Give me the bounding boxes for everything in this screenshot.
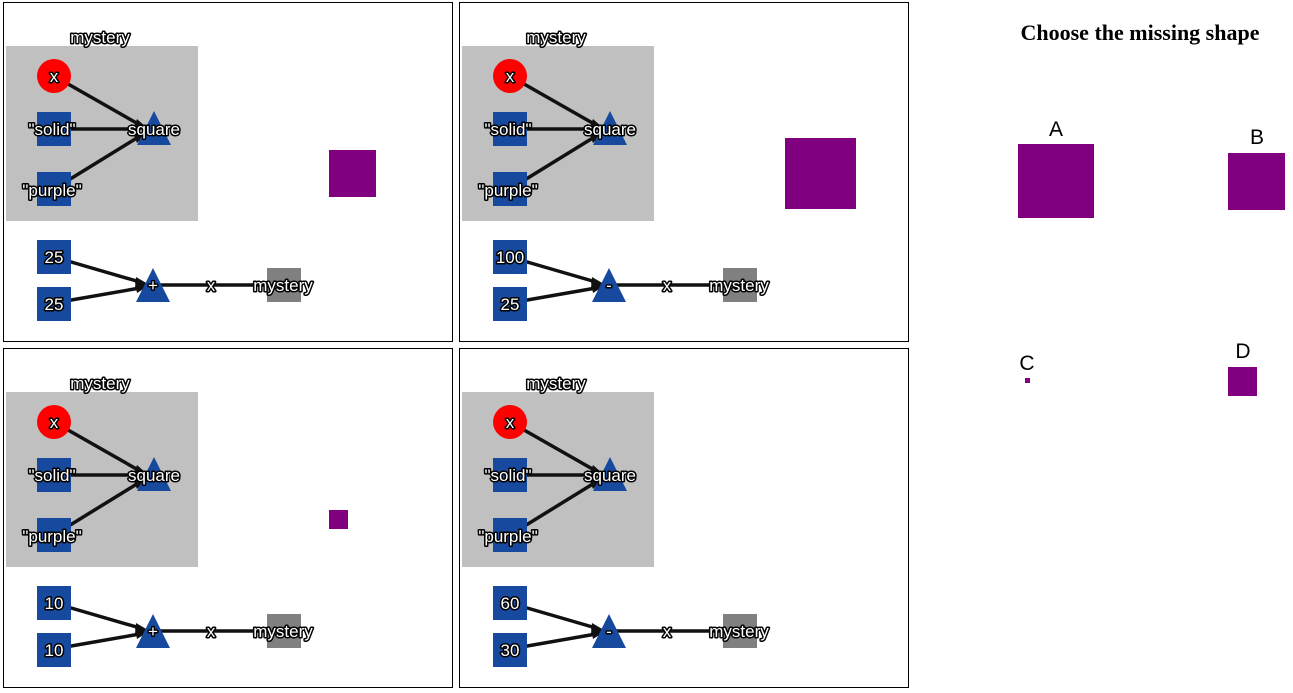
param-label: x	[50, 67, 59, 86]
function-label: square	[584, 466, 636, 485]
question-title: Choose the missing shape	[1020, 20, 1260, 45]
operator-node	[592, 614, 626, 648]
option-d-letter: D	[1235, 340, 1251, 363]
call-var-label: x	[207, 276, 216, 295]
call-input-1	[37, 586, 71, 620]
arg-node-color	[37, 518, 71, 552]
definition-name: mystery	[526, 374, 586, 393]
arg-node-style	[37, 458, 71, 492]
option-b-letter: B	[1249, 126, 1264, 149]
arg-label-color: "purple"	[22, 527, 81, 546]
function-node	[137, 111, 171, 145]
call-input-2	[37, 287, 71, 321]
param-label: x	[506, 67, 515, 86]
output-label: mystery	[253, 622, 313, 641]
arg-label-color: "purple"	[478, 527, 537, 546]
option-c[interactable]: C	[1007, 352, 1047, 386]
option-d-shape[interactable]	[1228, 367, 1257, 396]
program-diagram: mystery x "solid" "purple" square 10 10 …	[6, 373, 315, 667]
function-label: square	[128, 120, 180, 139]
param-label: x	[506, 413, 515, 432]
function-node	[593, 457, 627, 491]
result-square	[785, 138, 856, 209]
operator-node	[136, 614, 170, 648]
operator-label: -	[606, 276, 612, 295]
call-input-2	[493, 287, 527, 321]
call-input-1	[37, 240, 71, 274]
operator-node	[136, 268, 170, 302]
example-panel-4: mystery x "solid" "purple" square 60 30 …	[459, 348, 909, 688]
param-node	[37, 59, 71, 93]
operator-label: -	[606, 622, 612, 641]
output-label: mystery	[709, 622, 769, 641]
call-input-1	[493, 586, 527, 620]
result-square	[329, 510, 348, 529]
call-input-2-label: 30	[501, 641, 520, 660]
operator-node	[592, 268, 626, 302]
definition-name: mystery	[70, 28, 130, 47]
option-a[interactable]: A	[1018, 118, 1094, 218]
option-c-letter: C	[1019, 352, 1035, 375]
arg-label-color: "purple"	[22, 181, 81, 200]
operator-label: +	[148, 276, 158, 295]
option-d[interactable]: D	[1228, 340, 1258, 396]
operator-label: +	[148, 622, 158, 641]
definition-name: mystery	[526, 28, 586, 47]
result-square	[329, 150, 376, 197]
arg-label-style: "solid"	[28, 466, 75, 485]
function-node	[593, 111, 627, 145]
call-input-1	[493, 240, 527, 274]
arg-node-color	[37, 172, 71, 206]
output-node	[723, 614, 757, 648]
call-input-2	[493, 633, 527, 667]
option-b[interactable]: B	[1228, 126, 1286, 210]
output-label: mystery	[253, 276, 313, 295]
call-input-2-label: 25	[45, 295, 64, 314]
option-a-shape[interactable]	[1018, 144, 1094, 218]
option-b-shape[interactable]	[1228, 153, 1285, 210]
example-panel-3: mystery x "solid" "purple" square 10 10 …	[3, 348, 453, 688]
function-label: square	[128, 466, 180, 485]
param-label: x	[50, 413, 59, 432]
call-input-1-label: 100	[496, 248, 524, 267]
option-c-shape[interactable]	[1025, 378, 1030, 383]
call-var-label: x	[663, 276, 672, 295]
arg-node-style	[493, 458, 527, 492]
param-node	[493, 59, 527, 93]
arg-label-color: "purple"	[478, 181, 537, 200]
option-a-letter: A	[1048, 118, 1063, 141]
program-diagram: mystery x "solid" "purple" square 100 25…	[462, 27, 771, 321]
definition-name: mystery	[70, 374, 130, 393]
call-input-2-label: 25	[501, 295, 520, 314]
param-node	[37, 405, 71, 439]
program-diagram: mystery x "solid" "purple" square 60 30 …	[462, 373, 771, 667]
function-label: square	[584, 120, 636, 139]
call-var-label: x	[207, 622, 216, 641]
output-node	[723, 268, 757, 302]
program-diagram: mystery x "solid" "purple" square 25 25 …	[6, 27, 315, 321]
call-var-label: x	[663, 622, 672, 641]
call-input-1-label: 25	[45, 248, 64, 267]
call-input-1-label: 60	[501, 594, 520, 613]
arg-label-style: "solid"	[484, 120, 531, 139]
arg-label-style: "solid"	[484, 466, 531, 485]
example-panel-1: mystery x "solid" "purple" square 25 25 …	[3, 2, 453, 342]
arg-node-style	[493, 112, 527, 146]
output-node	[267, 614, 301, 648]
call-input-2-label: 10	[45, 641, 64, 660]
example-panel-2: mystery x "solid" "purple" square 100 25…	[459, 2, 909, 342]
param-node	[493, 405, 527, 439]
function-node	[137, 457, 171, 491]
call-input-1-label: 10	[45, 594, 64, 613]
call-input-2	[37, 633, 71, 667]
arg-node-color	[493, 518, 527, 552]
arg-label-style: "solid"	[28, 120, 75, 139]
output-label: mystery	[709, 276, 769, 295]
arg-node-style	[37, 112, 71, 146]
arg-node-color	[493, 172, 527, 206]
output-node	[267, 268, 301, 302]
